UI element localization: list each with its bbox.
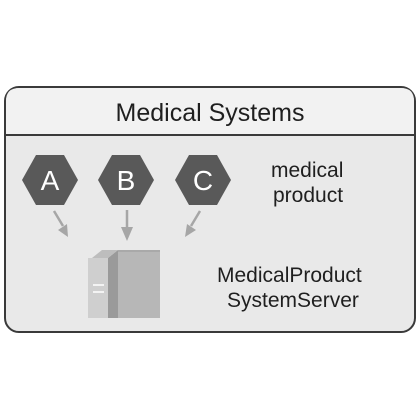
server-caption-line-2: SystemServer xyxy=(227,289,359,312)
products-caption: medical product xyxy=(271,159,349,207)
product-letter-b: B xyxy=(117,165,136,196)
arrow-a-head xyxy=(58,224,68,237)
hexagon-icon xyxy=(22,155,78,205)
products-caption-line-1: medical xyxy=(271,159,343,182)
product-node-c: C xyxy=(175,155,231,205)
diagram-title: Medical Systems xyxy=(116,99,305,127)
server-top xyxy=(92,250,118,258)
products-caption-line-2: product xyxy=(273,184,343,207)
arrow-c-head xyxy=(185,224,196,237)
arrow-b-head xyxy=(121,227,133,241)
hexagon-icon xyxy=(98,155,154,205)
hexagon-icon xyxy=(175,155,231,205)
arrow-a-shaft xyxy=(52,210,65,227)
arrow-down-icon xyxy=(185,210,202,237)
server-caption: MedicalProduct SystemServer xyxy=(217,264,368,312)
arrow-c-shaft xyxy=(189,210,202,227)
product-letter-a: A xyxy=(41,165,60,196)
product-node-b: B xyxy=(98,155,154,205)
server-body xyxy=(118,250,160,318)
arrow-down-icon xyxy=(52,210,68,237)
server-side xyxy=(108,250,118,318)
server-tower-icon xyxy=(88,250,160,318)
product-node-a: A xyxy=(22,155,78,205)
server-body-shade xyxy=(118,250,160,252)
product-letter-c: C xyxy=(193,165,213,196)
server-caption-line-1: MedicalProduct xyxy=(217,264,362,287)
server-front xyxy=(88,258,108,318)
header-band xyxy=(6,88,414,135)
arrow-down-icon xyxy=(121,210,133,241)
